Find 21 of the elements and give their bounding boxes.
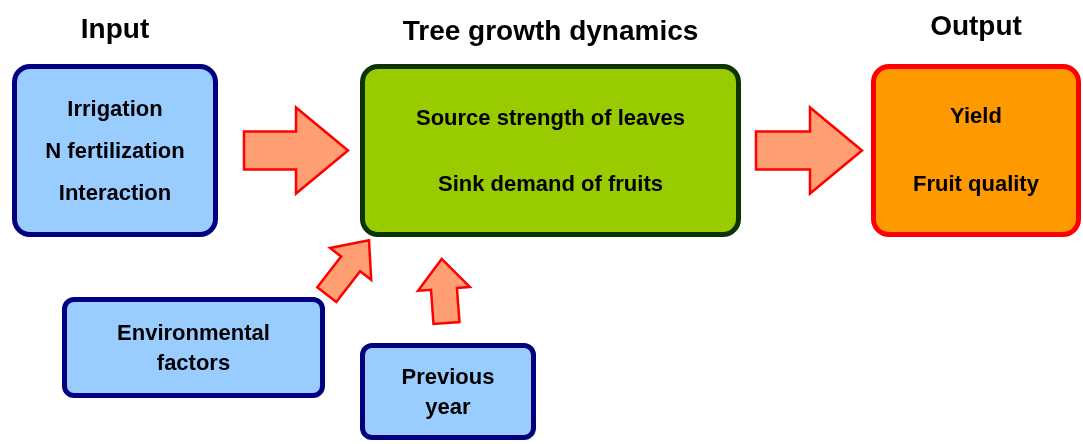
box-text: Environmental factors [116,318,271,377]
column-heading: Input [80,12,150,46]
box-text: Previous year [400,362,496,421]
process-box [62,297,325,398]
box-text: Yield [950,102,1002,130]
box-text: Interaction [58,178,172,207]
block-arrow [315,238,373,304]
block-arrow [415,257,473,326]
box-text: Sink demand of fruits [438,170,663,198]
process-box [360,343,536,440]
column-heading: Tree growth dynamics [402,14,699,48]
column-heading: Output [930,9,1022,43]
block-arrow [754,104,864,197]
process-box [360,64,741,237]
box-text: Fruit quality [913,170,1039,198]
process-box [871,64,1081,237]
process-box [12,64,218,237]
box-text: Source strength of leaves [416,104,685,132]
box-text: N fertilization [45,136,185,165]
box-text: Irrigation [67,94,163,123]
block-arrow [242,104,350,197]
